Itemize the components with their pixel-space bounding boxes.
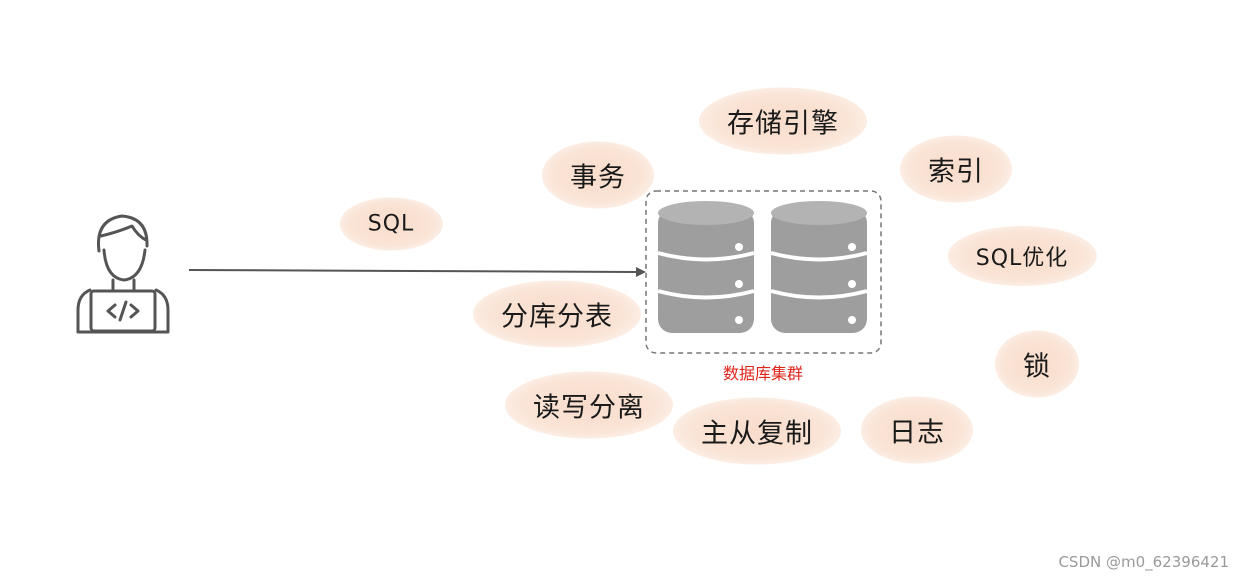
topic-sql-optimization: SQL优化 [947, 226, 1097, 286]
topic-storage-engine: 存储引擎 [699, 87, 867, 155]
topic-index: 索引 [900, 135, 1012, 203]
topic-read-write-split: 读写分离 [505, 371, 673, 439]
database-server-icon [657, 201, 755, 333]
topic-replication: 主从复制 [673, 397, 841, 465]
developer-laptop-icon [76, 214, 170, 334]
cluster-label: 数据库集群 [722, 364, 804, 383]
cluster-box [645, 190, 882, 354]
request-arrow [188, 267, 646, 277]
topic-transaction: 事务 [542, 141, 654, 209]
topic-log: 日志 [861, 396, 973, 464]
topic-lock: 锁 [995, 330, 1079, 398]
topic-sharding: 分库分表 [473, 280, 641, 348]
database-server-icon [770, 201, 868, 333]
topic-sql: SQL [339, 197, 443, 251]
watermark: CSDN @m0_62396421 [1058, 553, 1229, 571]
